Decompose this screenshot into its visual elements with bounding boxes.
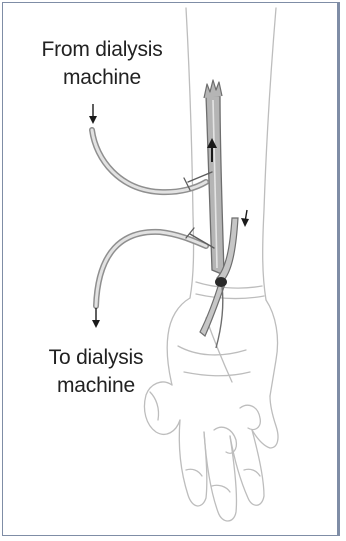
label-from-line-2: machine <box>30 64 174 92</box>
arrow-down-icon <box>89 104 97 124</box>
arrow-down-icon <box>92 308 100 328</box>
arrow-down-icon <box>241 210 249 227</box>
label-to-line-2: machine <box>24 372 168 400</box>
label-from-line-1: From dialysis <box>30 36 174 64</box>
label-to-dialysis-machine: To dialysis machine <box>24 344 168 400</box>
label-to-line-1: To dialysis <box>24 344 168 372</box>
label-from-dialysis-machine: From dialysis machine <box>30 36 174 92</box>
tube-from-machine <box>92 130 212 192</box>
